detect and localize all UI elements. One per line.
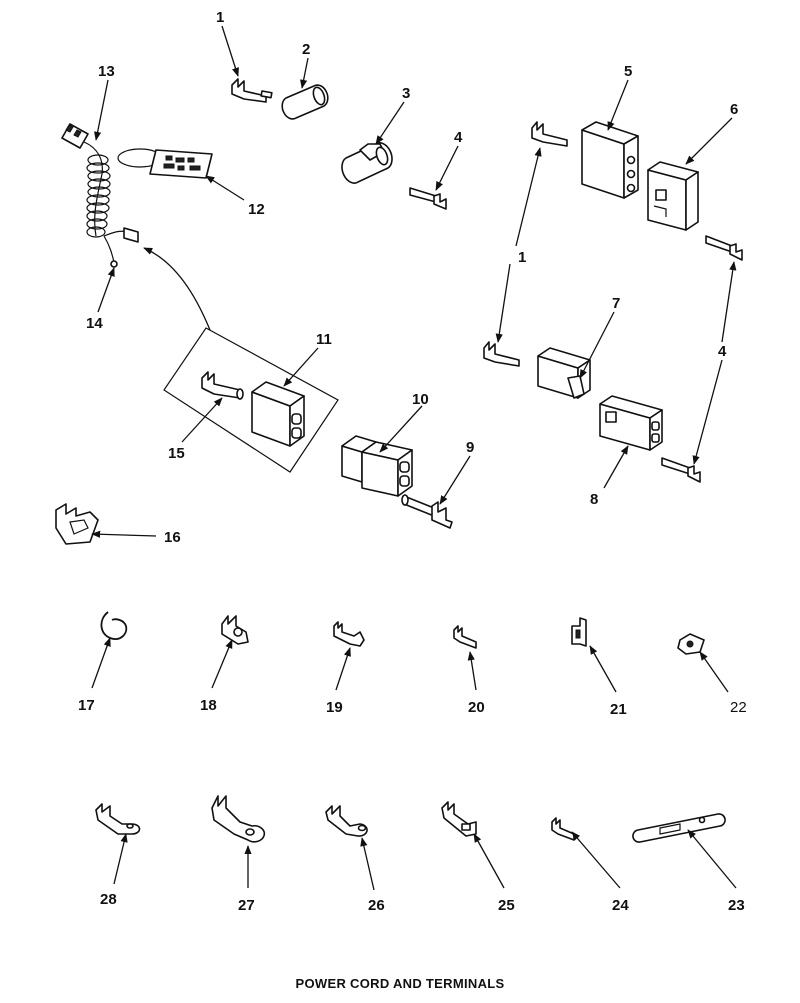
terminal-part-20 <box>453 625 477 649</box>
callout-18: 18 <box>200 697 217 714</box>
terminal-part-15 <box>201 371 244 400</box>
callout-5: 5 <box>624 63 632 80</box>
callout-1-right: 1 <box>518 249 526 266</box>
terminal-part-24 <box>551 817 575 841</box>
callout-27: 27 <box>238 897 255 914</box>
callout-labels: 1 2 3 4 5 6 13 12 14 1 7 4 11 10 9 15 8 … <box>78 9 747 914</box>
connector-housing-part-7 <box>537 347 591 399</box>
callout-19: 19 <box>326 699 343 716</box>
terminal-part-4-top <box>409 187 447 210</box>
clip-part-16 <box>55 503 99 545</box>
callout-9: 9 <box>466 439 474 456</box>
callout-26: 26 <box>368 897 385 914</box>
callout-8: 8 <box>590 491 598 508</box>
terminal-part-1-lower <box>483 341 520 367</box>
connector-housing-part-5 <box>581 121 639 199</box>
callout-11: 11 <box>316 331 332 348</box>
callout-16: 16 <box>164 529 181 546</box>
callout-2: 2 <box>302 41 310 58</box>
terminal-part-4-lower <box>661 457 701 483</box>
callout-17: 17 <box>78 697 95 714</box>
terminal-part-28 <box>95 803 141 835</box>
kit-box <box>143 247 339 473</box>
connector-housing-part-6 <box>647 161 699 231</box>
callout-4-top: 4 <box>454 129 463 146</box>
diagram-caption: POWER CORD AND TERMINALS <box>296 976 505 991</box>
callout-12: 12 <box>248 201 265 218</box>
callout-20: 20 <box>468 699 485 716</box>
callout-23: 23 <box>728 897 745 914</box>
terminal-part-25 <box>441 801 477 837</box>
callout-22: 22 <box>730 699 747 716</box>
terminal-part-4-right <box>705 235 743 261</box>
power-cord-part-13 <box>61 123 139 268</box>
tag-part-12 <box>117 148 213 179</box>
terminal-part-22 <box>677 633 705 655</box>
strap-part-23 <box>632 813 726 843</box>
callout-24: 24 <box>612 897 629 914</box>
leader-lines <box>91 25 737 891</box>
terminal-part-9 <box>401 494 453 529</box>
callout-10: 10 <box>412 391 429 408</box>
callout-4-right: 4 <box>718 343 727 360</box>
sleeve-part-2 <box>281 84 329 120</box>
clip-part-17 <box>100 611 128 640</box>
connector-housing-part-10 <box>341 435 413 497</box>
terminal-part-1-right <box>531 121 568 147</box>
callout-1-top: 1 <box>216 9 224 26</box>
callout-28: 28 <box>100 891 117 908</box>
connector-housing-part-11 <box>251 381 305 447</box>
callout-14: 14 <box>86 315 103 332</box>
ring-terminal-part-27 <box>211 795 266 843</box>
callout-15: 15 <box>168 445 185 462</box>
terminal-part-18 <box>221 615 249 645</box>
terminal-part-21 <box>571 617 587 647</box>
connector-housing-part-8 <box>599 395 663 451</box>
sleeve-part-3 <box>341 142 393 184</box>
callout-3: 3 <box>402 85 410 102</box>
callout-21: 21 <box>610 701 627 718</box>
callout-25: 25 <box>498 897 515 914</box>
terminal-part-1-top <box>231 78 273 103</box>
callout-7: 7 <box>612 295 620 312</box>
terminal-part-19 <box>333 621 365 647</box>
ring-terminal-part-26 <box>325 805 368 837</box>
callout-6: 6 <box>730 101 738 118</box>
callout-13: 13 <box>98 63 115 80</box>
